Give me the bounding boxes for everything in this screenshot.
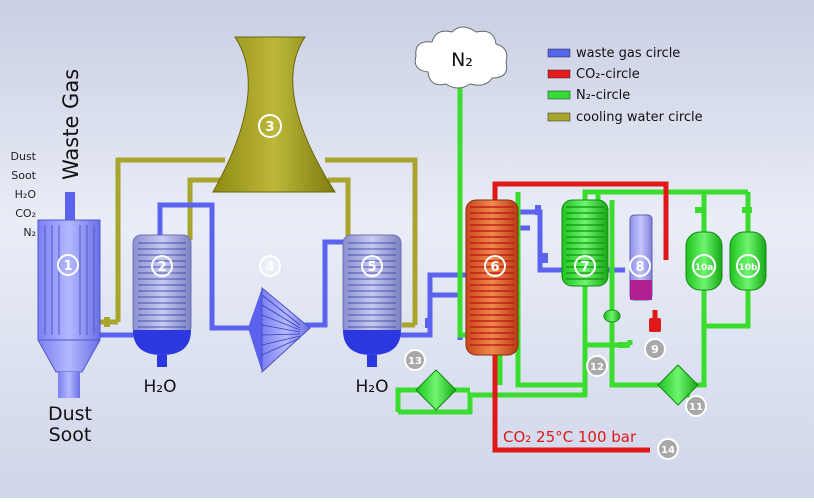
- svg-text:8: 8: [635, 260, 644, 275]
- soot-output-label: Soot: [49, 424, 92, 446]
- badge-unit-2: 2: [151, 255, 173, 277]
- badge-unit-10b: 10b: [736, 254, 760, 278]
- badge-unit-3: 3: [258, 114, 282, 138]
- valve-small: [603, 309, 621, 323]
- unit-number-badges: 1 2 3 4 5 6 7 8 9 10a 10b 11 12 13 14: [57, 114, 760, 460]
- svg-text:4: 4: [265, 260, 274, 275]
- svg-text:CO₂-circle: CO₂-circle: [576, 67, 640, 82]
- unit-2-vessel: [132, 234, 192, 367]
- badge-unit-1: 1: [57, 254, 79, 276]
- badge-unit-6: 6: [484, 255, 506, 277]
- unit-13-heat-exchanger: [415, 369, 457, 411]
- badge-unit-11: 11: [685, 395, 707, 417]
- svg-text:5: 5: [367, 260, 376, 275]
- svg-text:10b: 10b: [739, 263, 759, 273]
- badge-unit-8: 8: [629, 255, 651, 277]
- legend-item-cooling-water: cooling water circle: [547, 110, 703, 125]
- badge-unit-4: 4: [259, 255, 281, 277]
- svg-text:10a: 10a: [695, 263, 714, 273]
- svg-text:14: 14: [661, 445, 675, 456]
- legend-item-n2: N₂-circle: [547, 88, 630, 103]
- svg-text:13: 13: [408, 356, 422, 367]
- badge-unit-13: 13: [404, 349, 426, 371]
- svg-text:1: 1: [63, 259, 72, 274]
- unit-5-vessel: [342, 234, 402, 367]
- svg-text:11: 11: [689, 402, 703, 413]
- cooling-water-pipes: [100, 157, 418, 328]
- svg-text:6: 6: [490, 260, 499, 275]
- n2-source-cloud: N₂: [414, 26, 508, 89]
- svg-text:N₂-circle: N₂-circle: [576, 88, 630, 103]
- svg-text:9: 9: [651, 343, 659, 356]
- legend: waste gas circle CO₂-circle N₂-circle co…: [547, 46, 703, 125]
- unit-10b-tank: [729, 231, 767, 291]
- waste-gas-label: Waste Gas: [59, 69, 83, 180]
- legend-item-waste-gas: waste gas circle: [547, 46, 680, 61]
- unit-3-cooling-tower: [212, 36, 336, 193]
- unit-9-valve: [649, 318, 661, 332]
- unit-1-filter: [37, 192, 101, 398]
- badge-unit-5: 5: [361, 255, 383, 277]
- unit-4-cyclone: [248, 286, 311, 374]
- unit-6-column: [465, 199, 519, 356]
- badge-unit-7: 7: [574, 255, 596, 277]
- svg-text:H₂O: H₂O: [15, 188, 37, 201]
- svg-text:7: 7: [580, 260, 589, 275]
- svg-text:Soot: Soot: [11, 169, 36, 182]
- badge-unit-14: 14: [657, 438, 679, 460]
- svg-text:cooling water circle: cooling water circle: [576, 110, 703, 125]
- svg-text:waste gas circle: waste gas circle: [576, 46, 680, 61]
- unit-11-heat-exchanger: [657, 364, 699, 406]
- svg-text:2: 2: [157, 260, 166, 275]
- svg-text:N₂: N₂: [23, 226, 36, 239]
- dust-output-label: Dust: [48, 403, 92, 425]
- svg-text:Dust: Dust: [11, 150, 37, 163]
- unit-8-vessel: [629, 214, 653, 301]
- badge-unit-10a: 10a: [692, 254, 716, 278]
- h2o-output-left: H₂O: [144, 377, 177, 397]
- badge-unit-9: 9: [644, 338, 666, 360]
- svg-text:12: 12: [590, 362, 604, 373]
- co2-output-label: CO₂ 25°C 100 bar: [503, 428, 637, 446]
- h2o-output-right: H₂O: [356, 377, 389, 397]
- input-components-list: Dust Soot H₂O CO₂ N₂: [11, 150, 37, 239]
- svg-text:CO₂: CO₂: [15, 207, 36, 220]
- n2-cloud-label: N₂: [451, 49, 473, 71]
- svg-text:3: 3: [265, 120, 274, 135]
- unit-10a-tank: [685, 231, 723, 291]
- badge-unit-12: 12: [586, 355, 608, 377]
- pipe-connectors: [104, 205, 752, 348]
- unit-7-column: [561, 199, 609, 287]
- legend-item-co2: CO₂-circle: [547, 67, 640, 82]
